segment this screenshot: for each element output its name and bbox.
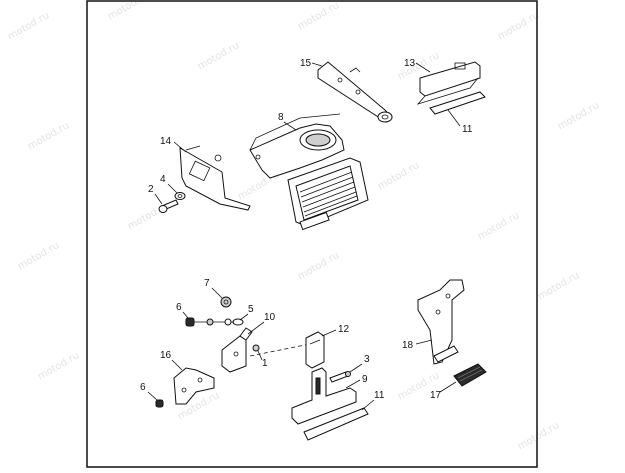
callout-label: 1 (262, 358, 268, 369)
callout-label: 5 (248, 304, 254, 315)
part-2-bolt (158, 199, 179, 213)
callout-label: 4 (160, 174, 166, 185)
watermark: motod.ru (376, 160, 421, 192)
watermark: motod.ru (516, 420, 561, 452)
leader-line (257, 350, 263, 361)
part-18-bracket (417, 279, 465, 365)
leader-line (349, 363, 363, 373)
watermark: motod.ru (106, 0, 151, 23)
part-13-plate-bracket (416, 61, 481, 105)
leader-line (361, 399, 375, 411)
leader-line (211, 287, 223, 299)
part-1-screw (252, 344, 260, 352)
leader-line (321, 329, 337, 337)
leader-line (167, 183, 178, 194)
tail-light-lens (287, 157, 369, 231)
callout-label: 11 (374, 390, 385, 401)
part-11-reflector-lower (303, 407, 369, 441)
part-7-nut (220, 296, 232, 308)
leader-line (173, 141, 187, 153)
part-6-nut-upper (185, 317, 195, 327)
part-17-reflector (453, 363, 487, 387)
leader-line (447, 109, 461, 127)
part-8-tail-light (249, 113, 345, 179)
part-16-side-bracket (173, 367, 215, 405)
callout-layer: 15 13 8 11 14 4 2 7 6 5 10 12 16 (140, 58, 473, 411)
part-6-nut-lower (155, 399, 164, 408)
leader-line (311, 62, 323, 67)
part-5-spacer (232, 318, 244, 326)
callout-label: 10 (264, 312, 276, 323)
callout-label: 13 (404, 58, 416, 69)
leader-line (415, 339, 433, 345)
fastener-chain (194, 318, 234, 326)
leader-line (345, 379, 361, 389)
leader-line (439, 381, 457, 393)
leader-line (154, 193, 163, 205)
leader-line (415, 62, 431, 73)
part-10-bracket (221, 327, 253, 373)
watermark: motod.ru (556, 100, 601, 132)
part-3-screw (329, 371, 351, 383)
part-4-washer (174, 192, 186, 200)
callout-label: 14 (160, 136, 172, 147)
callout-label: 6 (176, 302, 182, 313)
leader-line (239, 313, 249, 321)
part-9-plate-holder (291, 367, 357, 425)
watermark: motod.ru (26, 120, 71, 152)
callout-label: 16 (160, 350, 172, 361)
watermark: motod.ru (6, 10, 51, 42)
leader-line (283, 121, 297, 131)
watermark: motod.ru (536, 270, 581, 302)
watermark: motod.ru (296, 0, 341, 32)
callout-label: 15 (300, 58, 312, 69)
callout-label: 7 (204, 278, 210, 289)
leader-line (147, 391, 158, 401)
watermark: motod.ru (296, 250, 341, 282)
callout-label: 6 (140, 382, 146, 393)
watermark: motod.ru (496, 10, 541, 42)
callout-label: 18 (402, 340, 414, 351)
diagram-frame (86, 0, 538, 468)
leader-line (171, 359, 183, 371)
part-15-mounting-bracket (317, 61, 393, 123)
watermark: motod.ru (196, 40, 241, 72)
watermark: motod.ru (36, 350, 81, 382)
leader-line (182, 311, 189, 319)
callout-label: 11 (462, 124, 473, 135)
callout-label: 17 (430, 390, 442, 401)
callout-label: 8 (278, 112, 284, 123)
leader-line (247, 321, 265, 335)
callout-label: 2 (148, 184, 154, 195)
watermark: motod.ru (16, 240, 61, 272)
watermark: motod.ru (476, 210, 521, 242)
part-11-reflector-upper (429, 91, 486, 115)
callout-label: 9 (362, 374, 368, 385)
part-12-clip (305, 331, 325, 369)
callout-label: 3 (364, 354, 370, 365)
part-14-side-bracket (179, 145, 251, 211)
callout-label: 12 (338, 324, 350, 335)
